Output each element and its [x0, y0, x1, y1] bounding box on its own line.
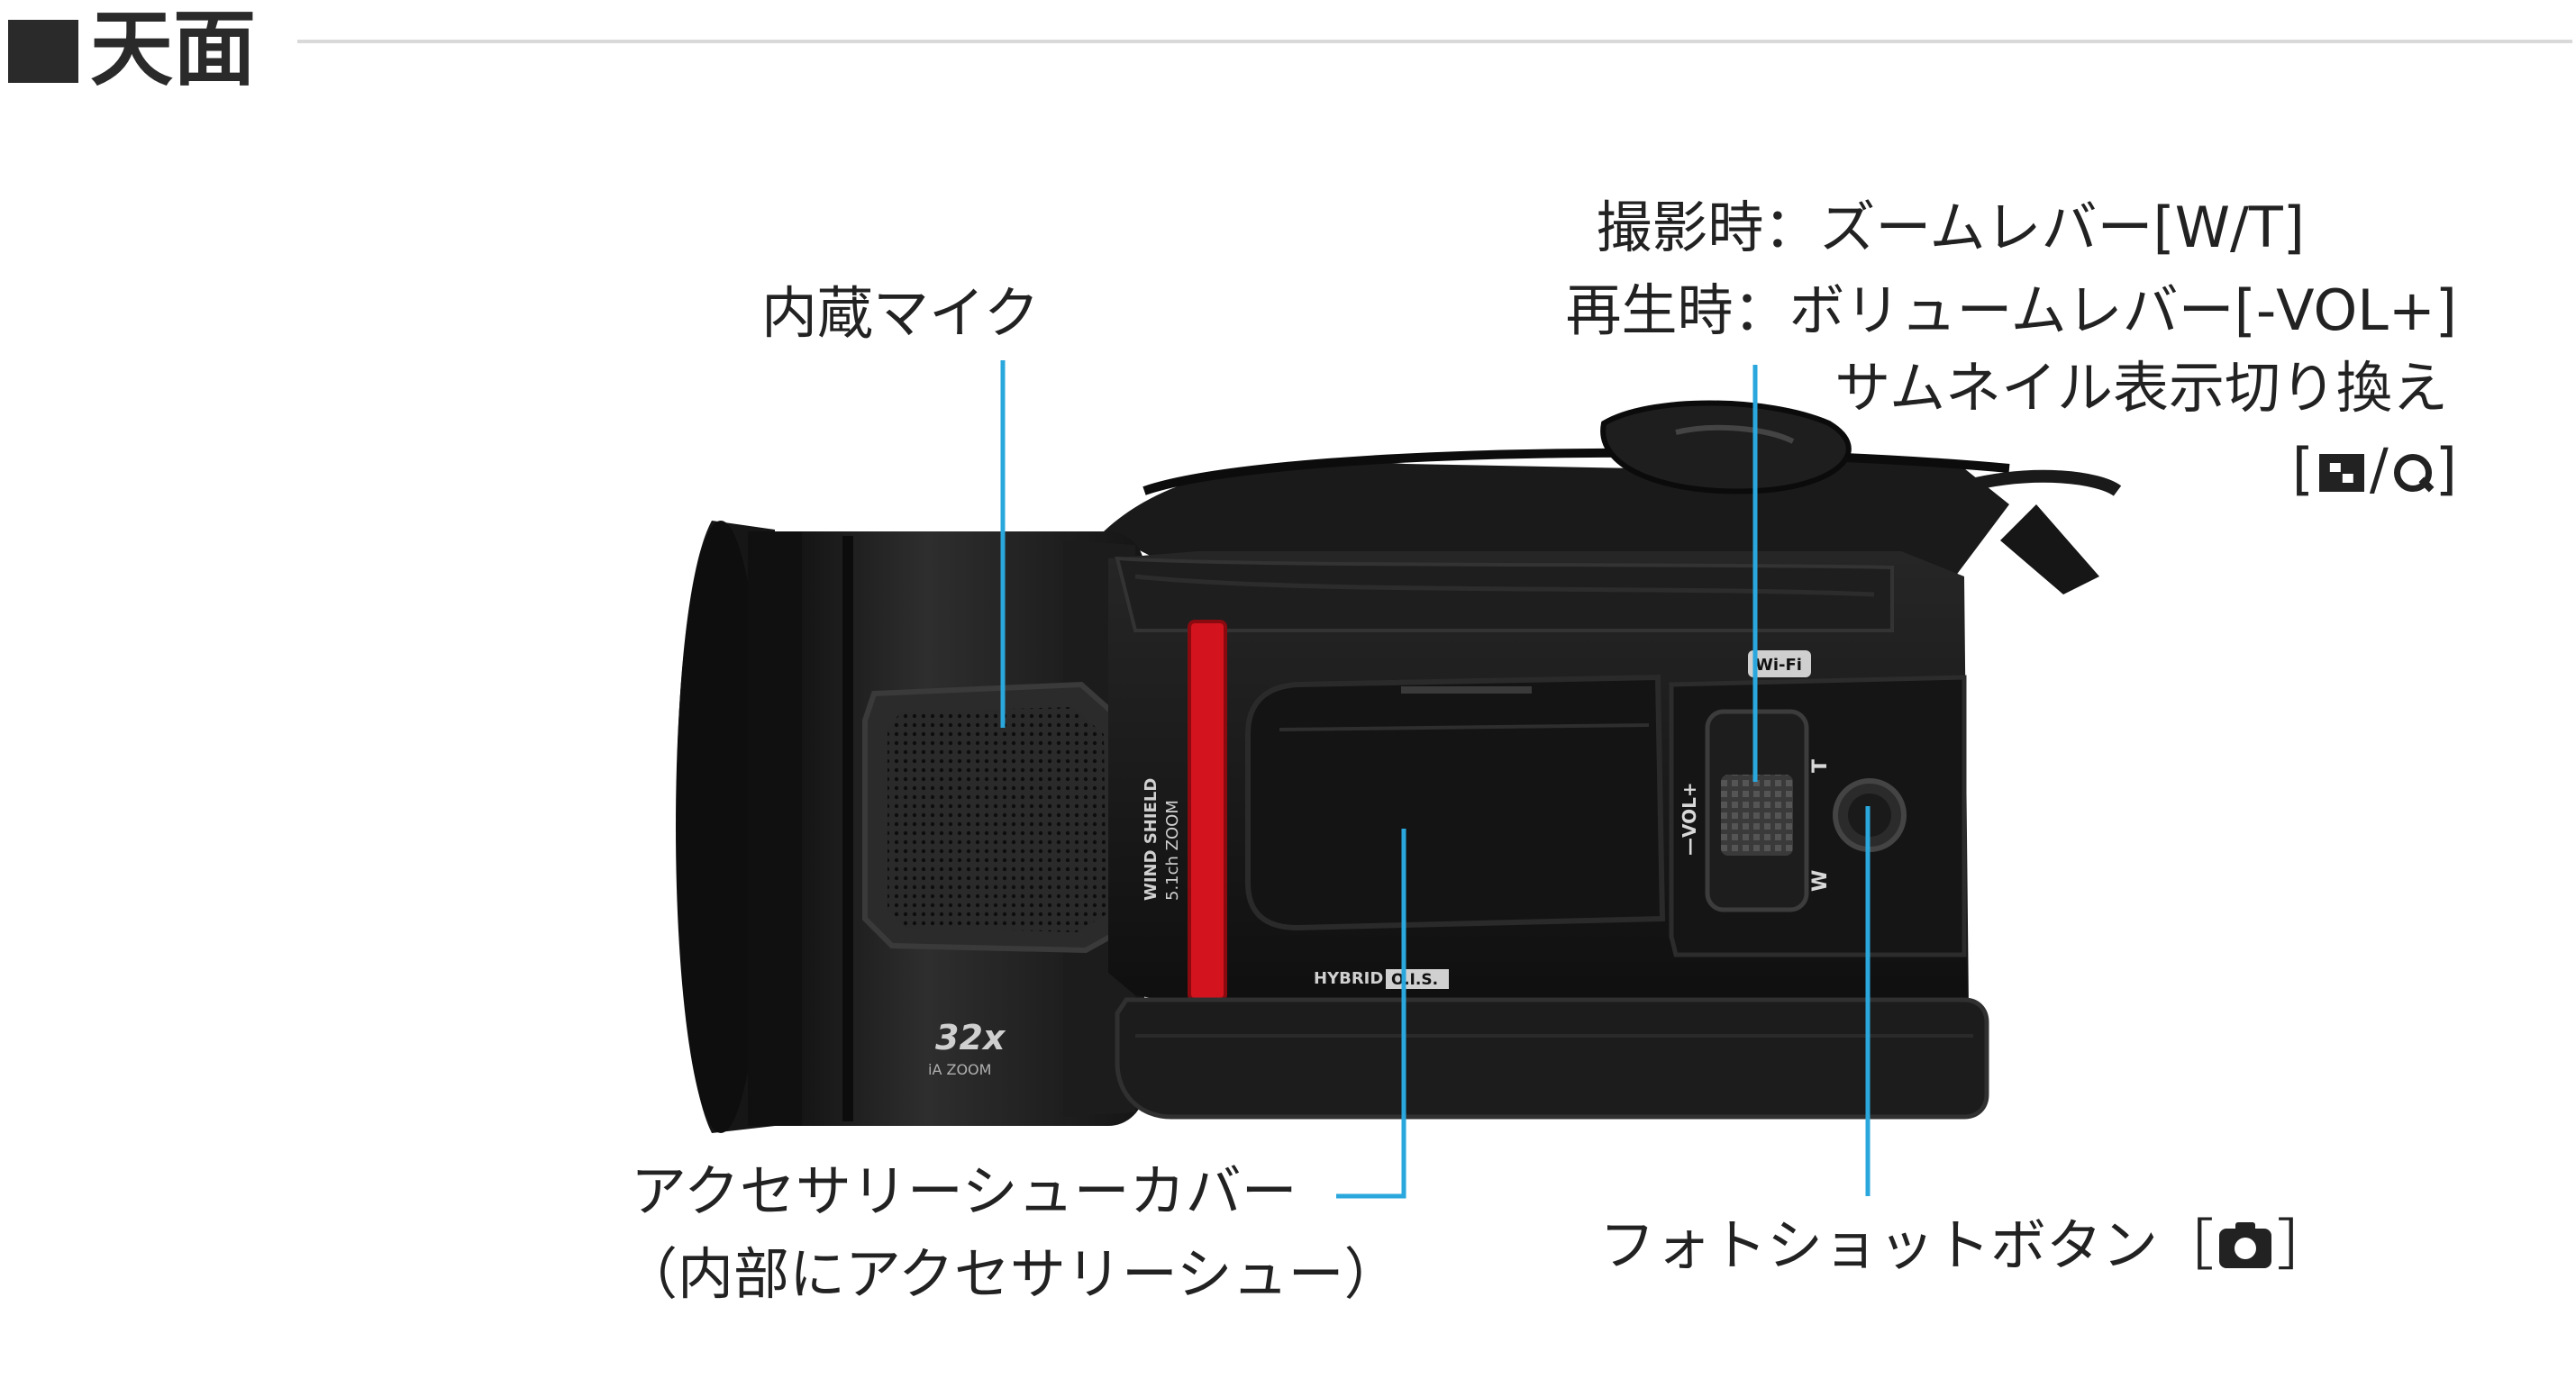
hand-strap	[1104, 400, 2122, 594]
separator: /	[2369, 436, 2389, 502]
camera-grip	[1115, 997, 1989, 1120]
zoom-lever-panel	[1669, 675, 1967, 957]
magnifier-icon	[2392, 452, 2432, 492]
zoom-lever-icon	[1721, 775, 1793, 856]
label-thumbnail-icons: [ /]	[2292, 431, 2457, 508]
camera-icon	[2219, 1222, 2272, 1268]
ois-mark: O.I.S.	[1391, 971, 1438, 989]
lever-w-mark: W	[1809, 870, 1832, 892]
label-text: フォトショットボタン［	[1599, 1212, 2215, 1278]
thumbnail-grid-icon	[2318, 454, 2364, 492]
label-text: サムネイル表示切り換え	[1834, 355, 2448, 421]
label-text: （内部にアクセサリーシュー）	[622, 1241, 1400, 1307]
leader-lines	[1000, 360, 1871, 1199]
bracket-close: ］	[2277, 1212, 2334, 1278]
label-accessory-shoe-inside: （内部にアクセサリーシュー）	[622, 1236, 1400, 1313]
zoom-badge: 32x	[935, 1018, 1006, 1057]
section-title: 天面	[90, 1, 257, 97]
bracket-close: ]	[2435, 436, 2457, 502]
label-zoom-lever-record: 撮影時：ズームレバー[W/T]	[1596, 189, 2305, 267]
lever-t-mark: T	[1809, 759, 1832, 773]
label-prefix: 撮影時：	[1596, 195, 1820, 260]
wind-shield-mark: WIND SHIELD	[1142, 778, 1161, 901]
label-accessory-shoe-cover: アクセサリーシューカバー	[631, 1153, 1297, 1230]
accessory-shoe-cover	[1245, 674, 1666, 931]
title-marker	[8, 20, 78, 83]
label-photo-shot-button: フォトショットボタン［ ］	[1599, 1207, 2333, 1284]
red-accent-ring	[1189, 621, 1225, 1000]
label-text: ボリュームレバー[-VOL+]	[1789, 277, 2457, 343]
label-text: 内蔵マイク	[761, 280, 1040, 346]
label-prefix: 再生時：	[1565, 277, 1789, 343]
surround-mark: 5.1ch ZOOM	[1163, 800, 1182, 901]
bracket-open: [	[2291, 436, 2314, 502]
label-text: ズームレバー[W/T]	[1819, 195, 2305, 260]
lever-vol-mark: —VOL+	[1679, 782, 1700, 856]
label-thumbnail-switch: サムネイル表示切り換え	[1834, 349, 2448, 427]
hybrid-mark: HYBRID	[1314, 969, 1383, 988]
label-text: アクセサリーシューカバー	[631, 1158, 1297, 1224]
zoom-badge-sub: iA ZOOM	[928, 1061, 991, 1078]
built-in-microphone	[862, 681, 1130, 954]
label-volume-lever-playback: 再生時：ボリュームレバー[-VOL+]	[1565, 272, 2457, 349]
leader-shoe-cover	[1336, 829, 1406, 1199]
title-divider	[297, 40, 2572, 43]
label-built-in-mic: 内蔵マイク	[761, 275, 1040, 352]
wifi-mark: Wi-Fi	[1755, 656, 1802, 675]
